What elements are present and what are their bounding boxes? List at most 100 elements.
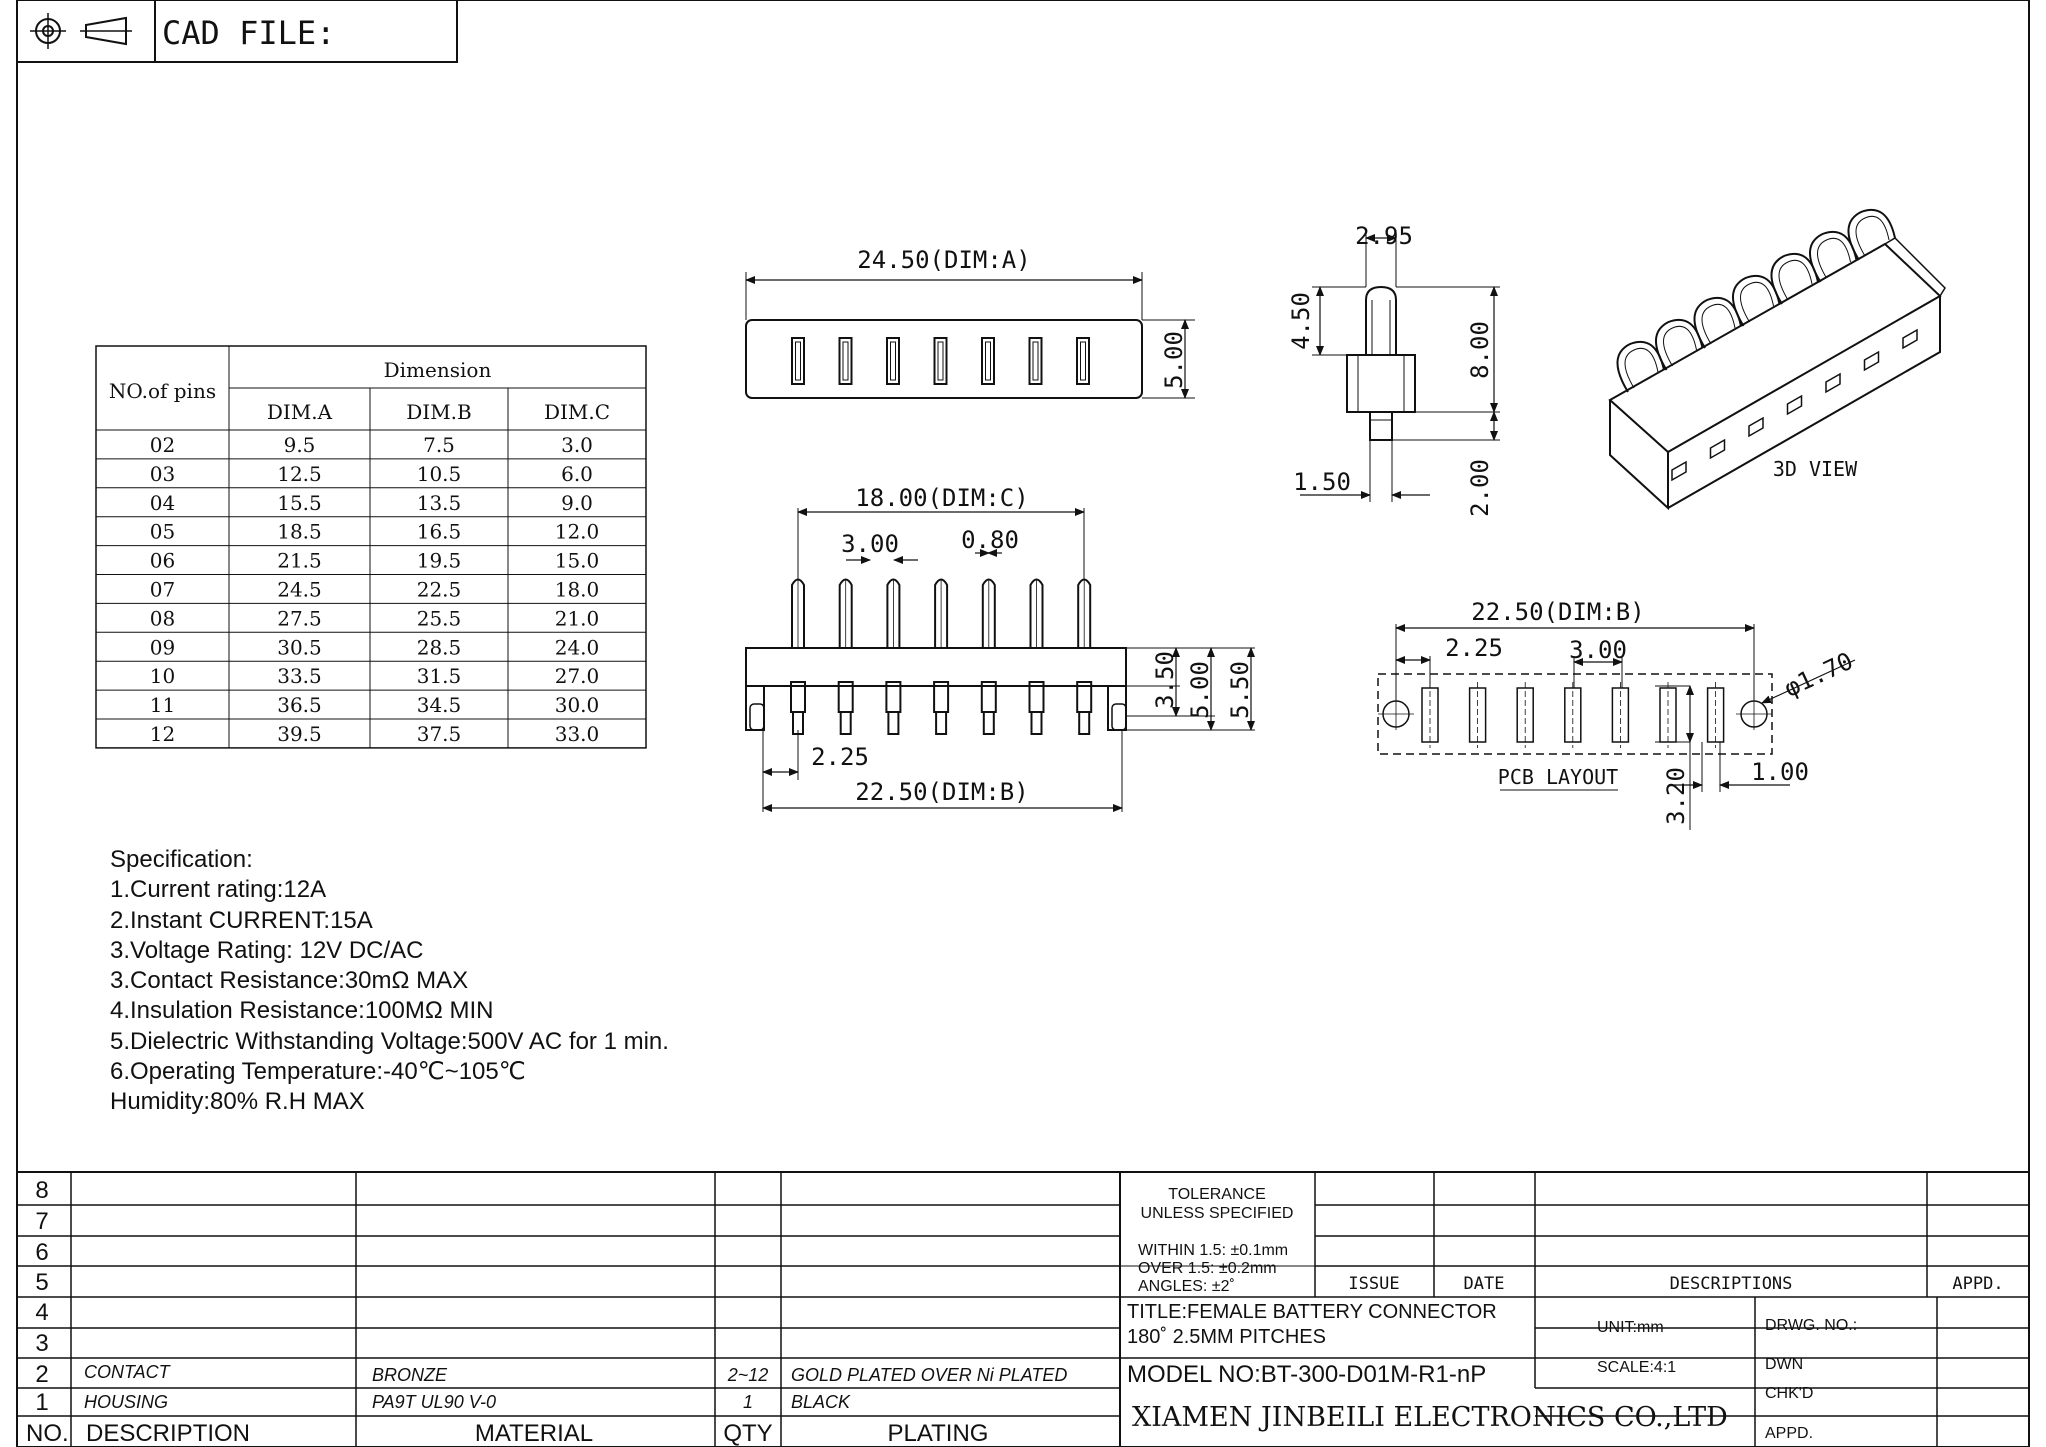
chkd-label: CHK'D [1765, 1385, 1813, 1402]
table-cell: 09 [150, 635, 175, 659]
date-header: DATE [1464, 1274, 1505, 1294]
tolerance-line: OVER 1.5: ±0.2mm [1138, 1260, 1277, 1277]
top-slot [886, 337, 900, 385]
bom-plating: BLACK [791, 1392, 851, 1412]
drawing-subtitle: 180˚ 2.5MM PITCHES [1127, 1326, 1326, 1348]
table-cell: 30.5 [277, 635, 322, 659]
scale-label: SCALE:4:1 [1597, 1359, 1676, 1376]
top-slot [838, 337, 853, 385]
table-cell: 27.5 [277, 606, 322, 630]
bom-description: CONTACT [84, 1362, 172, 1382]
table-cell: 37.5 [417, 722, 462, 746]
iso-view-label: 3D VIEW [1773, 457, 1858, 481]
descriptions-header: DESCRIPTIONS [1670, 1274, 1793, 1294]
table-column-header: DIM.C [544, 400, 610, 424]
spec-item: 5.Dielectric Withstanding Voltage:500V A… [110, 1027, 669, 1055]
dim-a-label: 24.50(DIM:A) [857, 246, 1030, 274]
iso-pin [1863, 350, 1880, 372]
front-h1-label: 3.50 [1151, 651, 1179, 709]
tolerance-line: WITHIN 1.5: ±0.1mm [1138, 1242, 1288, 1259]
dim-c-label: 18.00(DIM:C) [855, 484, 1028, 512]
table-cell: 36.5 [277, 693, 322, 717]
top-view: 24.50(DIM:A) 5.00 [745, 246, 1195, 399]
bom-description: HOUSING [84, 1392, 168, 1412]
side-pin-height-label: 2.00 [1466, 459, 1494, 517]
iso-pin [1671, 460, 1687, 482]
front-dim-b-label: 22.50(DIM:B) [855, 778, 1028, 806]
cad-header: CAD FILE: [16, 0, 458, 63]
table-cell: 25.5 [417, 606, 462, 630]
bom-plating: GOLD PLATED OVER Ni PLATED [791, 1365, 1067, 1385]
table-cell: 05 [150, 520, 175, 544]
table-cell: 08 [150, 606, 175, 630]
table-cell: 27.0 [555, 664, 600, 688]
table-cell: 28.5 [417, 635, 462, 659]
bom-row-number: 3 [35, 1330, 48, 1357]
table-cell: 02 [150, 433, 175, 457]
bom-material: BRONZE [372, 1365, 448, 1385]
side-pin-width-label: 1.50 [1293, 468, 1351, 496]
front-pin [1029, 578, 1044, 648]
table-cell: 3.0 [561, 433, 593, 457]
company-name: XIAMEN JINBEILI ELECTRONICS CO.,LTD [1132, 1402, 1728, 1433]
iso-pin [1709, 438, 1726, 460]
top-view-slots [791, 337, 1090, 385]
cad-file-label: CAD FILE: [162, 14, 335, 52]
side-top-width-label: 2.95 [1355, 222, 1413, 250]
appd-label: APPD. [1765, 1425, 1813, 1442]
sheet-border [16, 0, 2030, 1447]
spec-item: 1.Current rating:12A [110, 876, 327, 904]
front-view: 18.00(DIM:C) 3.00 0.80 3.50 5.00 5.50 2.… [745, 484, 1255, 812]
bom-material-header: MATERIAL [475, 1420, 593, 1447]
table-cell: 39.5 [277, 722, 322, 746]
table-cell: 33.5 [277, 664, 322, 688]
top-height-label: 5.00 [1160, 331, 1188, 389]
bom-description-header: DESCRIPTION [86, 1420, 250, 1447]
projection-cone-icon [80, 16, 132, 46]
iso-loop [1847, 208, 1896, 261]
top-slot [933, 337, 948, 385]
spec-item: 3.Voltage Rating: 12V DC/AC [110, 936, 424, 964]
table-cell: 34.5 [417, 693, 462, 717]
specification-block: Specification: 1.Current rating:12A 2.In… [110, 845, 669, 1118]
pcb-dim-b-label: 22.50(DIM:B) [1471, 598, 1644, 626]
spec-item: 2.Instant CURRENT:15A [110, 906, 373, 934]
front-h3-label: 5.50 [1226, 661, 1254, 719]
tolerance-line: ANGLES: ±2˚ [1138, 1278, 1235, 1295]
bom-material: PA9T UL90 V-0 [372, 1392, 496, 1412]
table-cell: 19.5 [417, 549, 462, 573]
model-no-label: MODEL NO:BT-300-D01M-R1-nP [1127, 1361, 1486, 1388]
side-view: 2.95 4.50 8.00 2.00 1.50 [1287, 222, 1500, 517]
table-cell: 12.0 [555, 520, 600, 544]
pcb-layout-view: 22.50(DIM:B) 2.25 3.00 φ1.70 1.00 3.20 P… [1377, 598, 1857, 830]
projection-circle-icon [30, 13, 66, 49]
bom-row-number: 5 [35, 1269, 48, 1296]
iso-contact-loops [1616, 208, 1896, 393]
table-cell: 10 [150, 664, 175, 688]
bom-row-number: 8 [35, 1177, 48, 1204]
bom-qty: 1 [743, 1392, 753, 1412]
iso-view: 3D VIEW [1608, 208, 1946, 511]
bom-row-number: 2 [35, 1361, 48, 1388]
dwn-label: DWN [1765, 1356, 1803, 1373]
pcb-slots [1421, 682, 1725, 748]
front-pin [934, 578, 949, 648]
table-cell: 06 [150, 549, 175, 573]
table-cell: 21.0 [555, 606, 600, 630]
top-slot [981, 337, 995, 385]
pcb-slot-width-label: 1.00 [1751, 758, 1809, 786]
table-cell: 12 [150, 722, 175, 746]
top-slot [1028, 337, 1043, 385]
tolerance-title: TOLERANCE [1168, 1186, 1266, 1203]
iso-pin [1786, 394, 1803, 416]
table-cell: 9.0 [561, 491, 593, 515]
top-slot [1076, 337, 1090, 385]
table-cell: 15.5 [277, 491, 322, 515]
bom-qty-header: QTY [723, 1420, 772, 1447]
bom-row-number: 7 [35, 1208, 48, 1235]
appd-header: APPD. [1952, 1274, 2003, 1294]
table-cell: 07 [150, 578, 175, 602]
pcb-slot-height-label: 3.20 [1662, 767, 1690, 825]
